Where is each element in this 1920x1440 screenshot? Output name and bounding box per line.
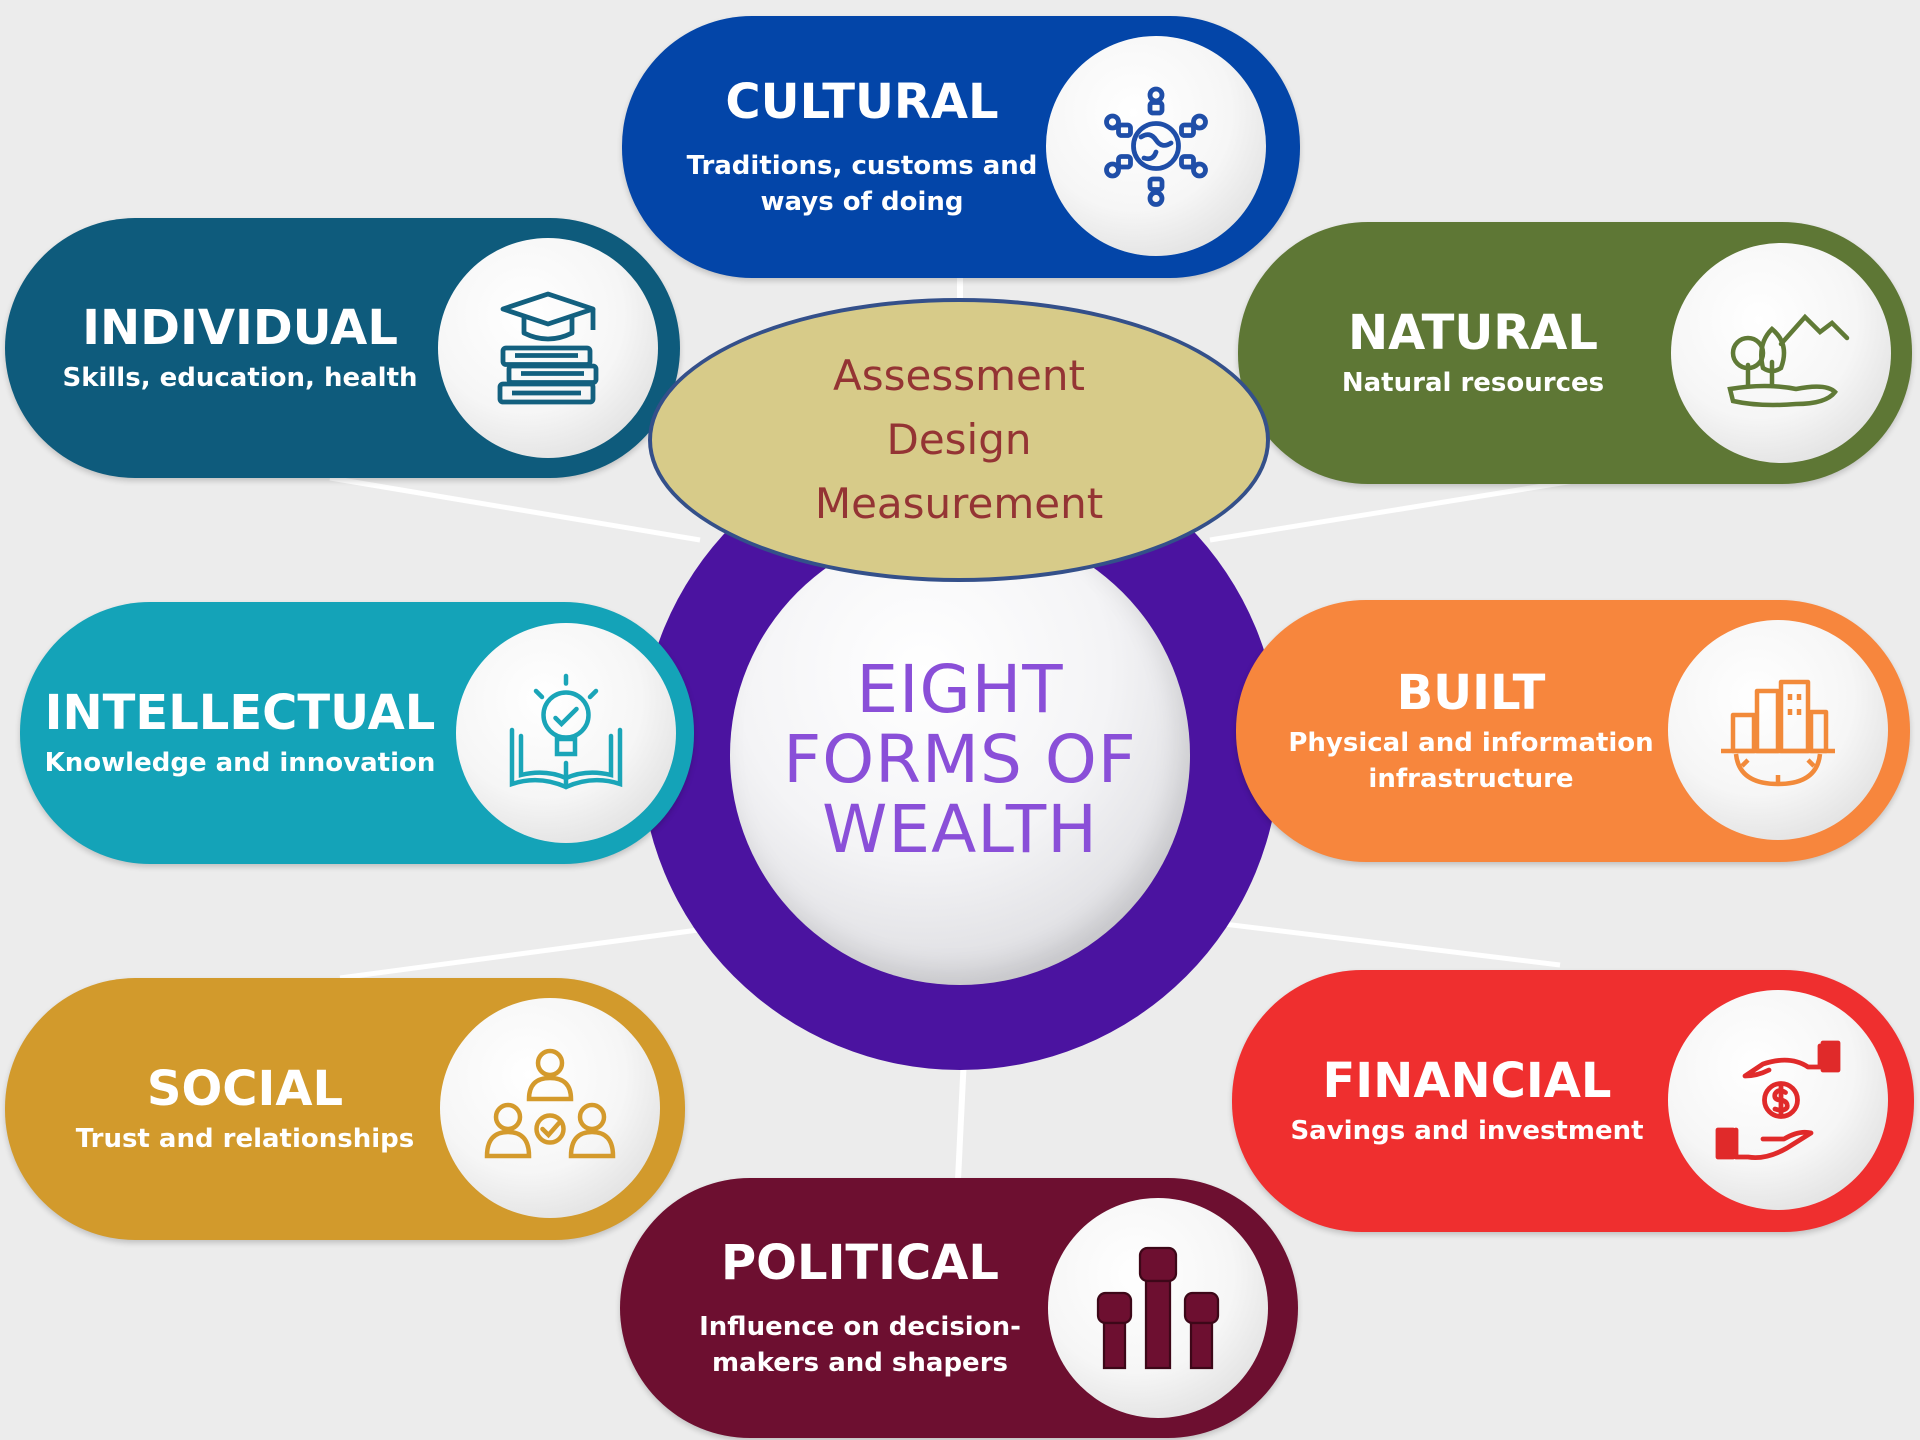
money-hands-icon xyxy=(1668,990,1888,1210)
center-title-line: EIGHT xyxy=(856,651,1064,728)
form-individual-title: INDIVIDUAL xyxy=(82,300,398,356)
form-political-desc-line: makers and shapers xyxy=(711,1348,1008,1378)
form-intellectual-title: INTELLECTUAL xyxy=(44,685,436,741)
form-social-desc-line: Trust and relationships xyxy=(75,1124,415,1154)
form-political: POLITICAL Influence on decision- makers … xyxy=(620,1178,1298,1438)
form-built-desc-line: Physical and information xyxy=(1288,728,1654,758)
form-natural-title: NATURAL xyxy=(1347,305,1598,361)
form-social: SOCIAL Trust and relationships xyxy=(5,978,685,1240)
form-cultural-desc-line: ways of doing xyxy=(760,187,964,217)
form-financial-desc-line: Savings and investment xyxy=(1290,1116,1644,1146)
form-financial: FINANCIAL Savings and investment xyxy=(1232,970,1914,1232)
form-natural: NATURAL Natural resources xyxy=(1238,222,1912,484)
form-built-desc-line: infrastructure xyxy=(1368,764,1574,794)
center-title-line: WEALTH xyxy=(822,791,1098,868)
form-built-title: BUILT xyxy=(1396,665,1546,721)
form-social-title: SOCIAL xyxy=(146,1061,344,1117)
form-built: BUILT Physical and information infrastru… xyxy=(1236,600,1910,862)
tree-landscape-icon xyxy=(1671,243,1891,463)
form-natural-desc-line: Natural resources xyxy=(1341,368,1605,398)
form-individual-desc-line: Skills, education, health xyxy=(62,363,418,393)
form-political-desc-line: Influence on decision- xyxy=(699,1312,1021,1342)
center-sphere: EIGHT FORMS OF WEALTH xyxy=(730,525,1190,985)
form-cultural-title: CULTURAL xyxy=(725,74,999,130)
buildings-gear-icon xyxy=(1668,620,1888,840)
form-individual: INDIVIDUAL Skills, education, health xyxy=(5,218,680,478)
center-title: EIGHT FORMS OF WEALTH xyxy=(783,655,1137,865)
ellipse-line-assessment: Assessment xyxy=(833,351,1085,400)
assessment-ellipse: Assessment Design Measurement xyxy=(648,298,1270,582)
form-intellectual: INTELLECTUAL Knowledge and innovation xyxy=(20,602,694,864)
form-cultural: CULTURAL Traditions, customs and ways of… xyxy=(622,16,1300,278)
form-intellectual-desc-line: Knowledge and innovation xyxy=(44,748,436,778)
ellipse-line-design: Design xyxy=(886,415,1032,464)
raised-fists-icon xyxy=(1048,1198,1268,1418)
people-network-icon xyxy=(440,998,660,1218)
form-cultural-desc-line: Traditions, customs and xyxy=(686,151,1038,181)
form-political-title: POLITICAL xyxy=(721,1235,999,1291)
globe-people-icon xyxy=(1046,36,1266,256)
form-financial-title: FINANCIAL xyxy=(1322,1053,1612,1109)
lightbulb-book-icon xyxy=(456,623,676,843)
ellipse-line-measurement: Measurement xyxy=(814,479,1104,528)
graduation-books-icon xyxy=(438,238,658,458)
center-title-line: FORMS OF xyxy=(783,721,1137,798)
